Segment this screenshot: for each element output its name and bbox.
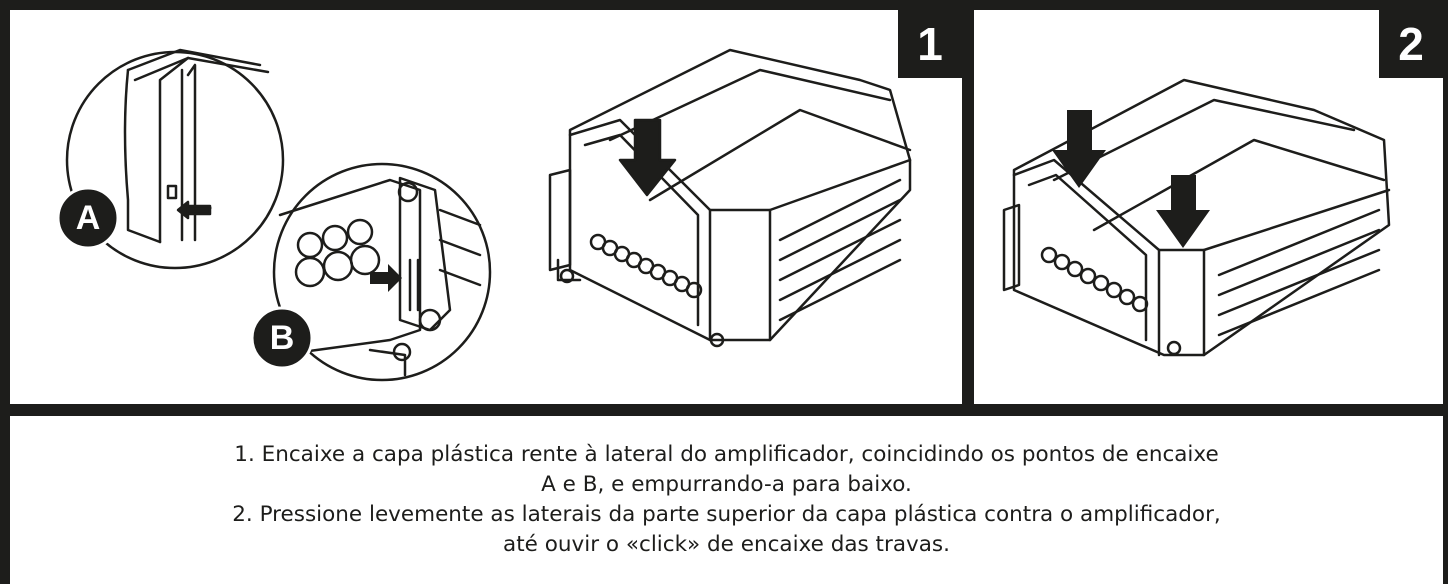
press-arrow-right: [1156, 175, 1210, 248]
instruction-line-4: até ouvir o «click» de encaixe das trava…: [503, 532, 950, 557]
frame-border-left: [0, 0, 10, 584]
instruction-line-2: A e B, e empurrando-a para baixo.: [541, 472, 912, 497]
frame-border-right: [1443, 0, 1448, 584]
step-2-number: 2: [1379, 10, 1443, 78]
step-1-panel: A B 1: [10, 10, 962, 404]
frame-border-top: [0, 0, 1448, 10]
panel-divider-vertical: [962, 0, 974, 412]
instruction-line-3: 2. Pressione levemente as laterais da pa…: [232, 502, 1221, 527]
press-arrow-left: [1052, 110, 1106, 188]
callout-a: [56, 186, 120, 250]
callout-b-label: B: [269, 318, 295, 357]
panel-divider-horizontal: [0, 404, 1448, 416]
instruction-line-1: 1. Encaixe a capa plástica rente à later…: [234, 442, 1219, 467]
step-1-illustration: [56, 48, 912, 382]
instructions-text: 1. Encaixe a capa plástica rente à later…: [10, 416, 1443, 584]
amplifier-step-1: [548, 48, 912, 348]
detail-a-magnifier: [65, 48, 285, 270]
callout-a-label: A: [75, 198, 101, 237]
push-arrow-b: [370, 264, 402, 292]
step-2-illustration: [1002, 78, 1391, 357]
callout-b: [250, 306, 314, 370]
step-2-panel: 2: [974, 10, 1443, 404]
step-1-number: 1: [898, 10, 962, 78]
